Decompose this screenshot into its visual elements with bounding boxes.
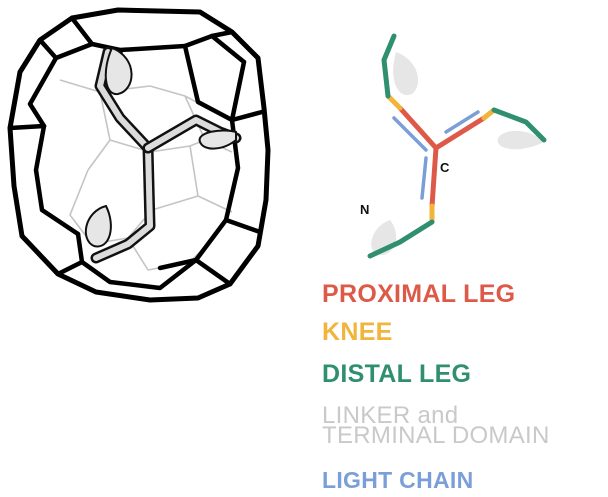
cage-terminal-domain-bottom [85,204,112,248]
light-chain-lower [420,156,428,200]
proximal-leg-upper-left [397,105,439,151]
terminal-domains [371,52,544,256]
proximal-leg-lower [429,145,439,209]
n-terminus-label: N [360,202,369,217]
cage-terminal-domain-top [104,46,133,96]
terminal-domain-top [393,52,419,96]
cage-terminal-domains [85,46,237,248]
terminal-domain-right [497,130,544,150]
distal-legs [367,33,547,259]
legend-proximal-leg: PROXIMAL LEG [322,280,516,308]
legend-knee: KNEE [322,318,393,346]
legend-linker-line1: LINKER and [322,402,459,429]
proximal-leg-upper-right [433,115,487,151]
legend-linker-line2: TERMINAL DOMAIN [322,422,550,449]
cage-outline [7,7,271,303]
distal-leg-upper-left [381,33,397,99]
legend-linker-terminal: LINKER and TERMINAL DOMAIN [322,402,550,449]
proximal-legs [397,105,487,209]
light-chains [392,110,480,200]
cage-terminal-domain-right [198,129,237,150]
legend-light-chain: LIGHT CHAIN [322,467,474,493]
c-terminus-label: C [440,160,450,175]
cage-front-edges [7,15,265,291]
cage-triskelion [90,46,242,264]
light-chain-upper-left [392,116,428,152]
triskelion-schematic: C N [360,33,547,259]
knee-upper-left [385,93,403,111]
distal-leg-lower [367,219,435,259]
distal-leg-upper-right [491,107,547,143]
legend-distal-leg: DISTAL LEG [322,360,472,388]
clathrin-cage [7,7,271,303]
light-chain-upper-right [444,110,480,134]
